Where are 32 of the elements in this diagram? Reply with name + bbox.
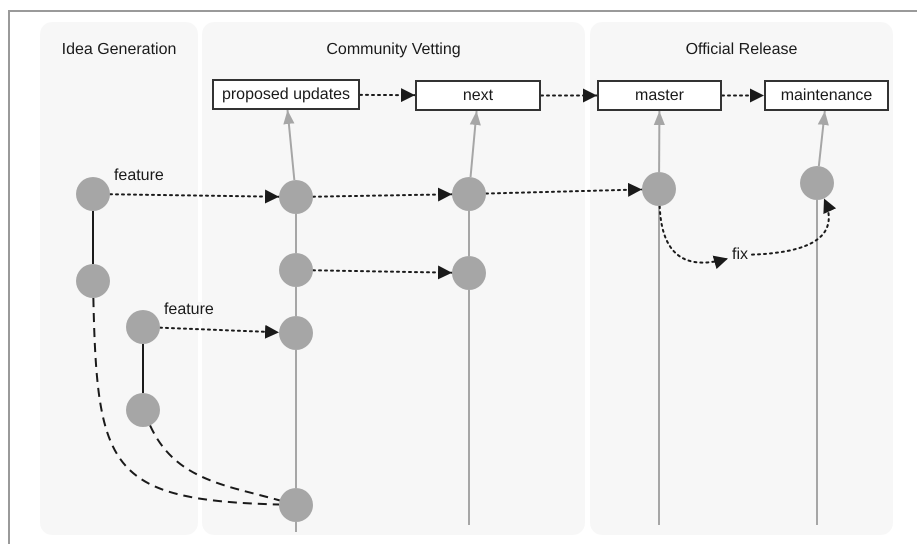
arrow: [109, 190, 280, 204]
arrow: [721, 88, 765, 102]
lane-heading: Idea Generation: [60, 40, 178, 60]
arrow: [470, 110, 481, 178]
branch-box: master: [597, 80, 722, 111]
arrow: [818, 110, 829, 166]
connector-line: [149, 425, 280, 502]
branch-box: proposed updates: [212, 79, 360, 110]
arrow: [312, 188, 453, 202]
lane-band: [590, 22, 893, 535]
branch-box: next: [415, 80, 541, 111]
lane-heading: Official Release: [684, 40, 798, 60]
fix-label: fix: [728, 243, 752, 267]
lane-heading: Community Vetting: [325, 40, 462, 60]
arrow: [312, 265, 453, 280]
connector-line: [142, 344, 144, 393]
connector-line: [295, 350, 297, 488]
connector-line: [468, 211, 470, 256]
connector-line: [92, 211, 94, 264]
connector-line: [92, 298, 280, 506]
arrow: [359, 88, 416, 102]
arrow: [751, 198, 836, 256]
arrow: [654, 111, 665, 172]
connector-line: [295, 214, 297, 253]
arrow: [158, 324, 280, 339]
arrow: [658, 204, 729, 269]
arrow: [540, 88, 598, 102]
connector-line: [295, 287, 297, 316]
edge-label: feature: [162, 302, 216, 318]
branch-box: maintenance: [764, 80, 889, 111]
arrow: [485, 182, 643, 197]
arrow: [283, 110, 296, 180]
